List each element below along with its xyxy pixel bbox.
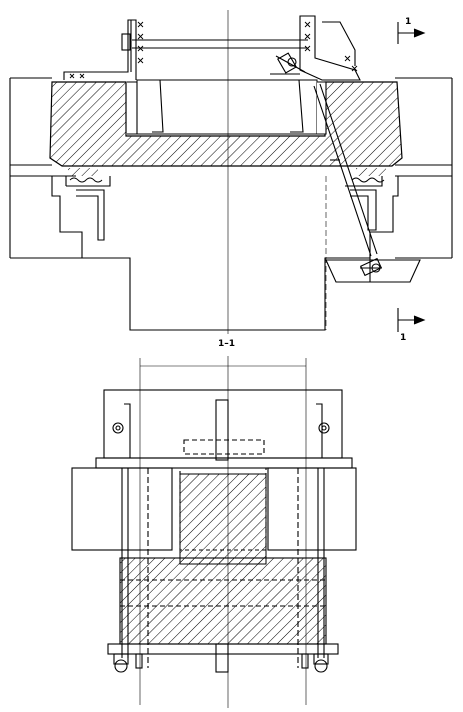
lower-right-seat: [345, 176, 385, 231]
centerlines-top: [227, 10, 327, 334]
support-rods: [121, 468, 325, 668]
left-step-profile: [51, 176, 399, 331]
edge-hatch-right: [356, 168, 386, 176]
lower-left-seat: [65, 176, 111, 241]
section-title: 1–1: [218, 339, 235, 349]
weld-marks-right: [304, 21, 358, 72]
section-label-bottom: 1: [400, 333, 406, 343]
bottom-plate: [107, 643, 339, 655]
right-top-bracket: [270, 15, 361, 81]
inner-left-taper: [152, 79, 164, 133]
hatched-core-upper: [179, 473, 267, 565]
side-plates: [112, 403, 330, 458]
inner-right-taper: [290, 79, 304, 133]
edge-hatch-left: [68, 168, 98, 176]
bolt-assembly-top: [275, 52, 306, 74]
section-view: [71, 358, 357, 705]
section-marker-top: [397, 22, 426, 44]
inner-left-wedge: [127, 81, 138, 135]
block-opening: [136, 79, 318, 135]
section-marker-bottom: [397, 308, 426, 332]
weld-marks-left: [69, 21, 144, 79]
elevation-view: [9, 15, 453, 332]
hatched-block: [49, 81, 403, 167]
left-top-bracket: [63, 19, 308, 80]
slab-lines: [9, 77, 453, 259]
hatched-block-lower: [119, 557, 327, 645]
hanger-plate: [325, 254, 421, 283]
section-label-top: 1: [405, 17, 411, 27]
bottom-nuts: [113, 643, 329, 673]
